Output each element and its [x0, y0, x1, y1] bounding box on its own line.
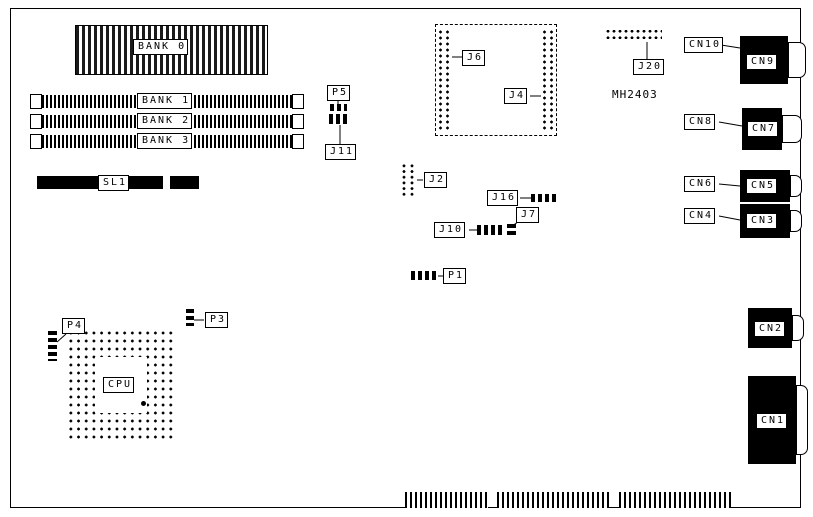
p5-label: P5 — [327, 85, 351, 101]
p5-header — [330, 104, 347, 111]
bank2-left-cap — [30, 114, 42, 129]
j16-header — [531, 194, 558, 202]
p4-header — [48, 331, 57, 361]
bank1-label: BANK 1 — [137, 93, 193, 109]
cn1-bracket — [796, 385, 808, 455]
cn9-label: CN9 — [746, 54, 778, 70]
cn5-label: CN5 — [746, 178, 778, 194]
p3-label: P3 — [205, 312, 229, 328]
p3-header — [186, 309, 194, 326]
sl1-slot-key-gap — [163, 176, 170, 189]
cn9-bracket — [788, 42, 806, 78]
j11-header — [329, 114, 350, 124]
j7-header — [507, 224, 516, 236]
bank1-right-cap — [292, 94, 304, 109]
cpu-socket: CPU — [67, 329, 175, 441]
cn2-bracket — [792, 315, 804, 341]
j6-pin-strip — [437, 29, 451, 130]
bank3-right-cap — [292, 134, 304, 149]
cpu-label: CPU — [103, 377, 135, 393]
cn2-label: CN2 — [754, 321, 786, 337]
mh2403-chip-text: MH2403 — [612, 88, 658, 101]
cn6-label: CN6 — [684, 176, 716, 192]
j4-pin-strip — [541, 29, 555, 130]
cn5-bracket — [790, 175, 802, 197]
p1-label: P1 — [443, 268, 467, 284]
cn4-label: CN4 — [684, 208, 716, 224]
bank0-label: BANK 0 — [133, 39, 189, 55]
edge-connector-segment-3 — [619, 492, 731, 508]
bank3-left-cap — [30, 134, 42, 149]
bank1-left-cap — [30, 94, 42, 109]
cn7-bracket — [782, 115, 802, 143]
cn3-label: CN3 — [746, 213, 778, 229]
p1-header — [411, 271, 438, 280]
sl1-label: SL1 — [98, 175, 130, 191]
cn3-bracket — [790, 210, 802, 232]
p4-label: P4 — [62, 318, 86, 334]
j11-label: J11 — [325, 144, 357, 160]
j20-header — [605, 28, 662, 41]
edge-connector-segment-1 — [405, 492, 488, 508]
j6-label: J6 — [462, 50, 486, 66]
j7-label: J7 — [516, 207, 540, 223]
bank0-memory-module — [75, 25, 268, 75]
cn8-label: CN8 — [684, 114, 716, 130]
j2-header — [400, 163, 416, 197]
bank3-label: BANK 3 — [137, 133, 193, 149]
j10-label: J10 — [434, 222, 466, 238]
cn7-label: CN7 — [747, 121, 779, 137]
j20-label: J20 — [633, 59, 665, 75]
j4-label: J4 — [504, 88, 528, 104]
edge-connector-segment-2 — [497, 492, 609, 508]
cn10-label: CN10 — [684, 37, 724, 53]
bank2-right-cap — [292, 114, 304, 129]
chip-site-dashed-outline — [435, 24, 557, 136]
j10-header — [477, 225, 505, 235]
cn1-label: CN1 — [756, 413, 788, 429]
cpu-pin1-dot — [141, 401, 146, 406]
bank2-label: BANK 2 — [137, 113, 193, 129]
j2-label: J2 — [424, 172, 448, 188]
j16-label: J16 — [487, 190, 519, 206]
